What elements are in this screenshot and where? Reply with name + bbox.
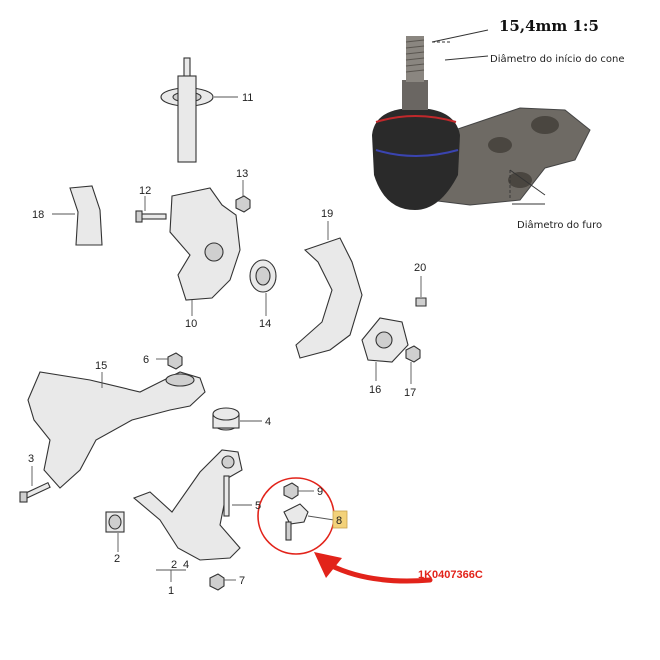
nut-6-part (167, 352, 183, 370)
strut-part (160, 57, 214, 163)
steering-knuckle-part (169, 187, 241, 301)
spec-title: 15,4mm 1:5 (499, 17, 599, 35)
ball-joint-photo (372, 36, 591, 210)
part-number-label: 1K0407366C (418, 569, 483, 581)
cone-diameter-label: Diâmetro do início do cone (490, 53, 624, 65)
callout-2-bushing: 2 (114, 553, 120, 565)
bolt-3-part (19, 481, 51, 503)
callout-12: 12 (139, 185, 151, 197)
callout-7: 7 (239, 575, 245, 587)
callout-1: 1 (168, 585, 174, 597)
nut-17-part (405, 345, 421, 363)
callout-8: 8 (336, 515, 342, 527)
callout-18: 18 (32, 209, 44, 221)
callout-15: 15 (95, 360, 107, 372)
callout-3: 3 (28, 453, 34, 465)
callout-14: 14 (259, 318, 271, 330)
wheel-hub-part (361, 317, 409, 363)
red-pointer-arrow (314, 552, 433, 584)
nut-9-part (283, 482, 299, 500)
callout-8-badge (332, 510, 348, 529)
nut-13-part (235, 195, 251, 213)
callout-13: 13 (236, 168, 248, 180)
callout-17: 17 (404, 387, 416, 399)
dust-boot-part (69, 185, 103, 246)
callout-20: 20 (414, 262, 426, 274)
small-ball-joint-part (283, 503, 309, 541)
hole-diameter-label: Diâmetro do furo (517, 219, 602, 231)
callout-6: 6 (143, 354, 149, 366)
rear-bushing-part (212, 407, 240, 431)
wheel-bearing-part (249, 259, 277, 293)
splash-shield-part (295, 237, 363, 359)
callout-19: 19 (321, 208, 333, 220)
spec-dimension-lines (431, 29, 546, 205)
callout-4-arm: 4 (183, 559, 189, 571)
callout-5: 5 (255, 500, 261, 512)
front-bushing-part (105, 511, 125, 533)
subframe-part (27, 371, 206, 489)
callout-2-arm: 2 (171, 559, 177, 571)
bolt-12-part (135, 210, 167, 223)
callout-16: 16 (369, 384, 381, 396)
callout-10: 10 (185, 318, 197, 330)
callout-9: 9 (317, 486, 323, 498)
bolt-20-part (415, 297, 427, 307)
bolt-5-part (223, 475, 230, 517)
nut-7-part (209, 573, 225, 591)
callout-11: 11 (242, 92, 253, 104)
callout-4-bushing: 4 (265, 416, 271, 428)
